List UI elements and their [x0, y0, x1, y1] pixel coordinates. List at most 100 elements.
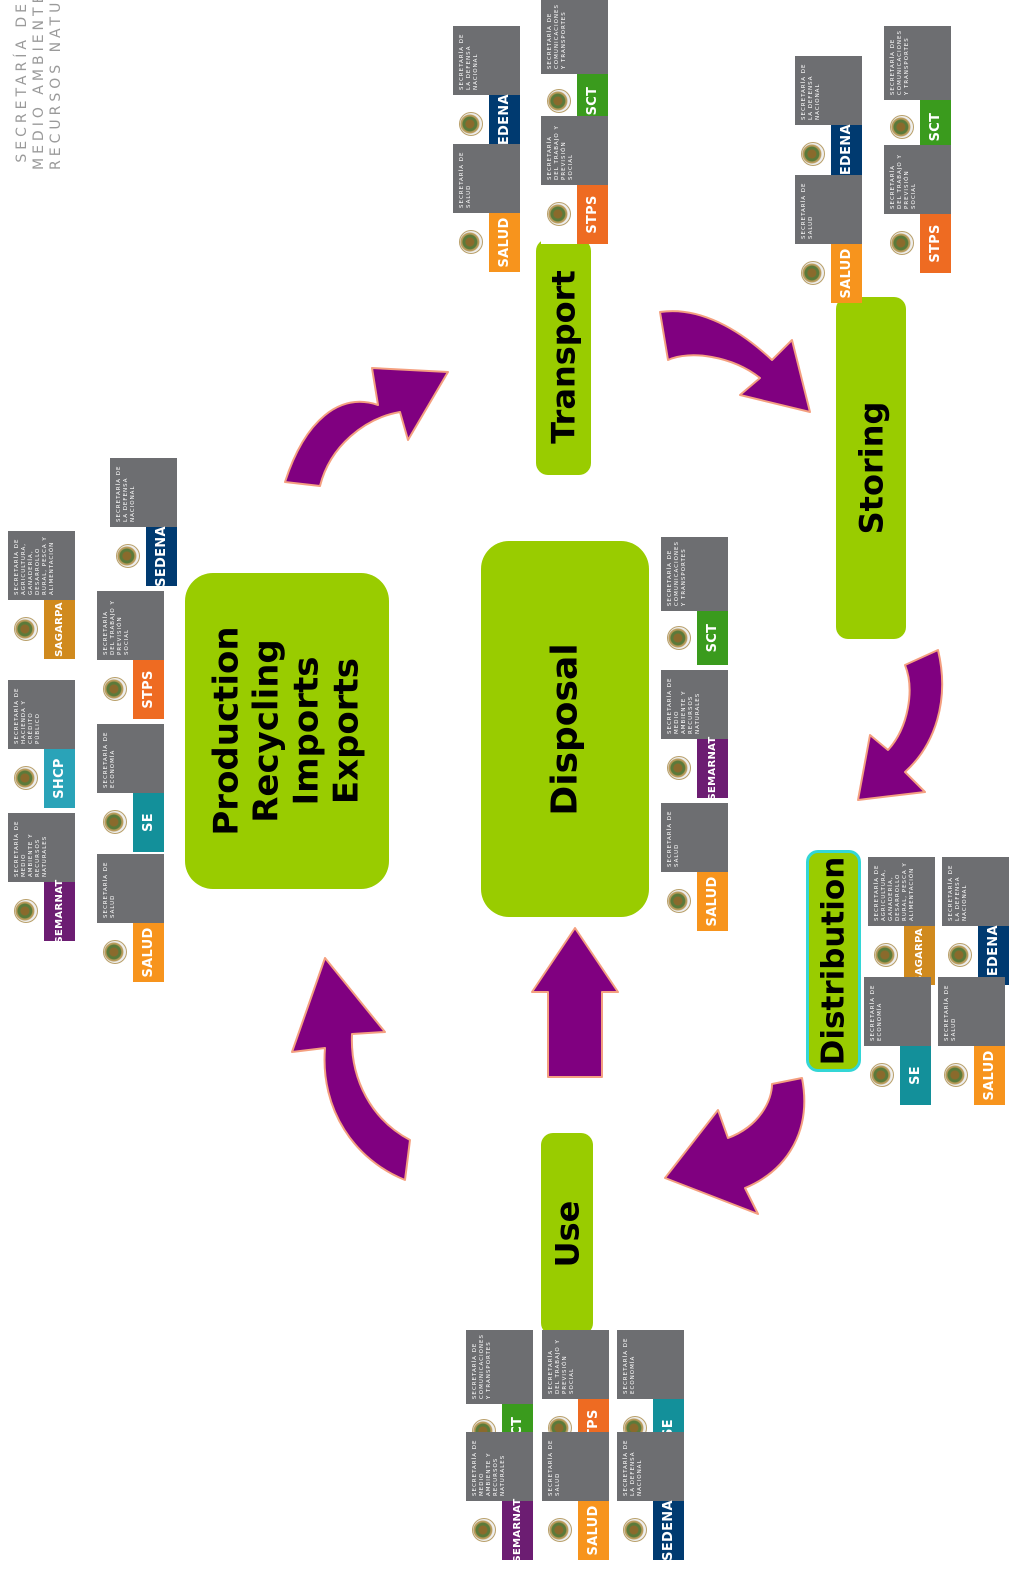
- agency-acronym: SALUD: [133, 923, 164, 982]
- agency-description: SECRETARÍA DE ECONOMÍA: [97, 724, 164, 793]
- mexican-seal-icon: [884, 214, 920, 273]
- agency-acronym: SEMARNAT: [697, 737, 728, 800]
- stage-production: Production Recycling Imports Exports: [185, 573, 389, 889]
- mexican-seal-icon: [8, 882, 44, 941]
- agency-acronym: SEMARNAT: [44, 880, 75, 943]
- mexican-seal-icon: [97, 793, 133, 852]
- agency-description: SECRETARÍA DEL TRABAJO Y PREVISIÓN SOCIA…: [541, 116, 608, 185]
- agency-description: SECRETARÍA DE COMUNICACIONES Y TRANSPORT…: [541, 0, 608, 75]
- agency-description: SECRETARÍA DE SALUD: [97, 854, 164, 923]
- mexican-seal-icon: [8, 600, 44, 659]
- agency-acronym: SHCP: [44, 749, 75, 808]
- mexican-seal-icon: [661, 739, 697, 798]
- mexican-seal-icon: [97, 923, 133, 982]
- mexican-seal-icon: [938, 1046, 974, 1105]
- mexican-seal-icon: [864, 1046, 900, 1105]
- agency-description: SECRETARÍA DE MEDIO AMBIENTE Y RECURSOS …: [661, 670, 728, 739]
- arrow-distribution-to-use: [664, 1077, 806, 1215]
- agency-description: SECRETARÍA DE MEDIO AMBIENTE Y RECURSOS …: [8, 813, 75, 882]
- mexican-seal-icon: [97, 660, 133, 719]
- stage-use-label: Use: [548, 1200, 587, 1268]
- agency-acronym: SALUD: [578, 1501, 609, 1560]
- agency-description: SECRETARÍA DE SALUD: [795, 175, 862, 244]
- stage-production-line-4: Exports: [327, 657, 367, 805]
- agency-acronym: SALUD: [974, 1046, 1005, 1105]
- agency-description: SECRETARÍA DE LA DEFENSA NACIONAL: [942, 857, 1009, 926]
- agency-acronym: STPS: [577, 185, 608, 244]
- mexican-seal-icon: [8, 749, 44, 808]
- arrow-transport-to-storing: [659, 310, 811, 413]
- mexican-seal-icon: [541, 185, 577, 244]
- agency-description: SECRETARÍA DE COMUNICACIONES Y TRANSPORT…: [661, 537, 728, 612]
- agency-description: SECRETARÍA DE SALUD: [453, 144, 520, 213]
- mexican-seal-icon: [453, 213, 489, 272]
- arrow-use-to-disposal: [531, 927, 619, 1078]
- agency-acronym: SAGARPA: [44, 600, 75, 659]
- mexican-seal-icon: [110, 527, 146, 586]
- agency-acronym: SALUD: [697, 872, 728, 931]
- agency-description: SECRETARÍA DE LA DEFENSA NACIONAL: [453, 26, 520, 95]
- agency-description: SECRETARÍA DE COMUNICACIONES Y TRANSPORT…: [884, 26, 951, 101]
- agency-description: SECRETARÍA DE SALUD: [661, 803, 728, 872]
- mexican-seal-icon: [466, 1501, 502, 1560]
- arrow-storing-to-distribution: [857, 649, 944, 801]
- stage-transport-label: Transport: [544, 270, 583, 444]
- mexican-seal-icon: [661, 872, 697, 931]
- stage-storing: Storing: [836, 297, 906, 639]
- stage-disposal-label: Disposal: [544, 642, 586, 816]
- agency-description: SECRETARÍA DEL TRABAJO Y PREVISIÓN SOCIA…: [884, 145, 951, 214]
- agency-description: SECRETARÍA DE AGRICULTURA, GANADERÍA, DE…: [8, 531, 75, 600]
- stage-distribution-label: Distribution: [815, 856, 852, 1066]
- stage-disposal: Disposal: [481, 541, 649, 917]
- agency-acronym: SALUD: [831, 244, 862, 303]
- mexican-seal-icon: [661, 611, 697, 665]
- agency-acronym: STPS: [920, 214, 951, 273]
- stage-distribution: Distribution: [806, 850, 861, 1072]
- stage-storing-label: Storing: [852, 401, 891, 535]
- agency-description: SECRETARÍA DEL TRABAJO Y PREVISIÓN SOCIA…: [542, 1330, 609, 1399]
- stage-production-line-2: Recycling: [247, 639, 287, 823]
- agency-acronym: SE: [900, 1046, 931, 1105]
- agency-description: SECRETARÍA DE HACIENDA Y CRÉDITO PÚBLICO: [8, 680, 75, 749]
- mexican-seal-icon: [617, 1501, 653, 1560]
- stage-use: Use: [541, 1133, 593, 1335]
- stage-production-line-3: Imports: [287, 656, 327, 806]
- agency-description: SECRETARÍA DE COMUNICACIONES Y TRANSPORT…: [466, 1330, 533, 1405]
- agency-acronym: SEDENA: [146, 526, 177, 587]
- agency-acronym: SEDENA: [653, 1500, 684, 1561]
- agency-description: SECRETARÍA DE SALUD: [542, 1432, 609, 1501]
- stage-production-line-1: Production: [207, 626, 247, 836]
- agency-acronym: SEMARNAT: [502, 1499, 533, 1562]
- mexican-seal-icon: [542, 1501, 578, 1560]
- agency-description: SECRETARÍA DE SALUD: [938, 977, 1005, 1046]
- agency-acronym: STPS: [133, 660, 164, 719]
- agency-description: SECRETARÍA DE AGRICULTURA, GANADERÍA, DE…: [868, 857, 935, 926]
- arrow-production-to-transport: [284, 367, 449, 487]
- agency-acronym: SALUD: [489, 213, 520, 272]
- arrow-use-to-production: [291, 957, 411, 1181]
